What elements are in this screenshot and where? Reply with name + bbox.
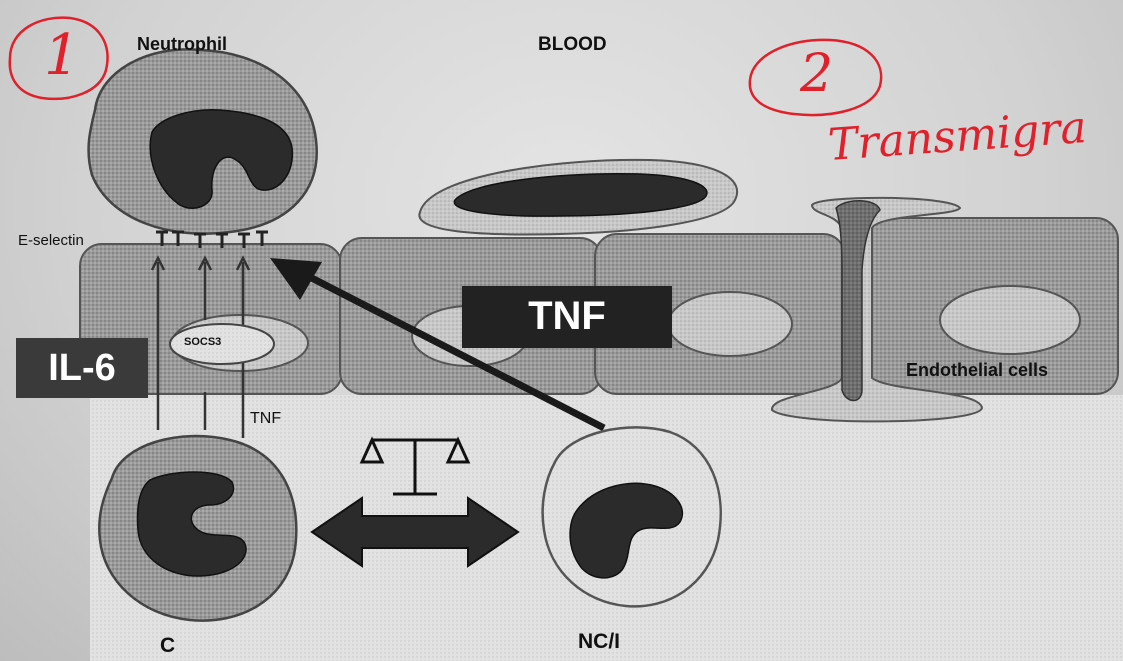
rolling-cell — [419, 160, 737, 235]
tnf-box-label: TNF — [462, 292, 672, 340]
annotation-circle-2: 2 — [800, 46, 833, 102]
c-cell-label: C — [160, 634, 175, 658]
blood-label: BLOOD — [538, 34, 607, 56]
e-selectin-label: E-selectin — [18, 232, 84, 249]
neutrophil-cell — [89, 49, 317, 233]
tnf-small-label: TNF — [250, 410, 281, 428]
nci-cell-label: NC/I — [578, 630, 620, 654]
endothelial-nucleus-4 — [940, 286, 1080, 354]
socs3-label: SOCS3 — [184, 336, 221, 348]
nci-cell — [543, 427, 721, 606]
neutrophil-label: Neutrophil — [137, 34, 227, 55]
il6-label: IL-6 — [16, 346, 148, 390]
annotation-circle-1: 1 — [44, 26, 80, 86]
endothelial-nucleus-3 — [668, 292, 792, 356]
c-cell — [99, 436, 296, 621]
endothelial-cells-label: Endothelial cells — [906, 360, 1048, 381]
